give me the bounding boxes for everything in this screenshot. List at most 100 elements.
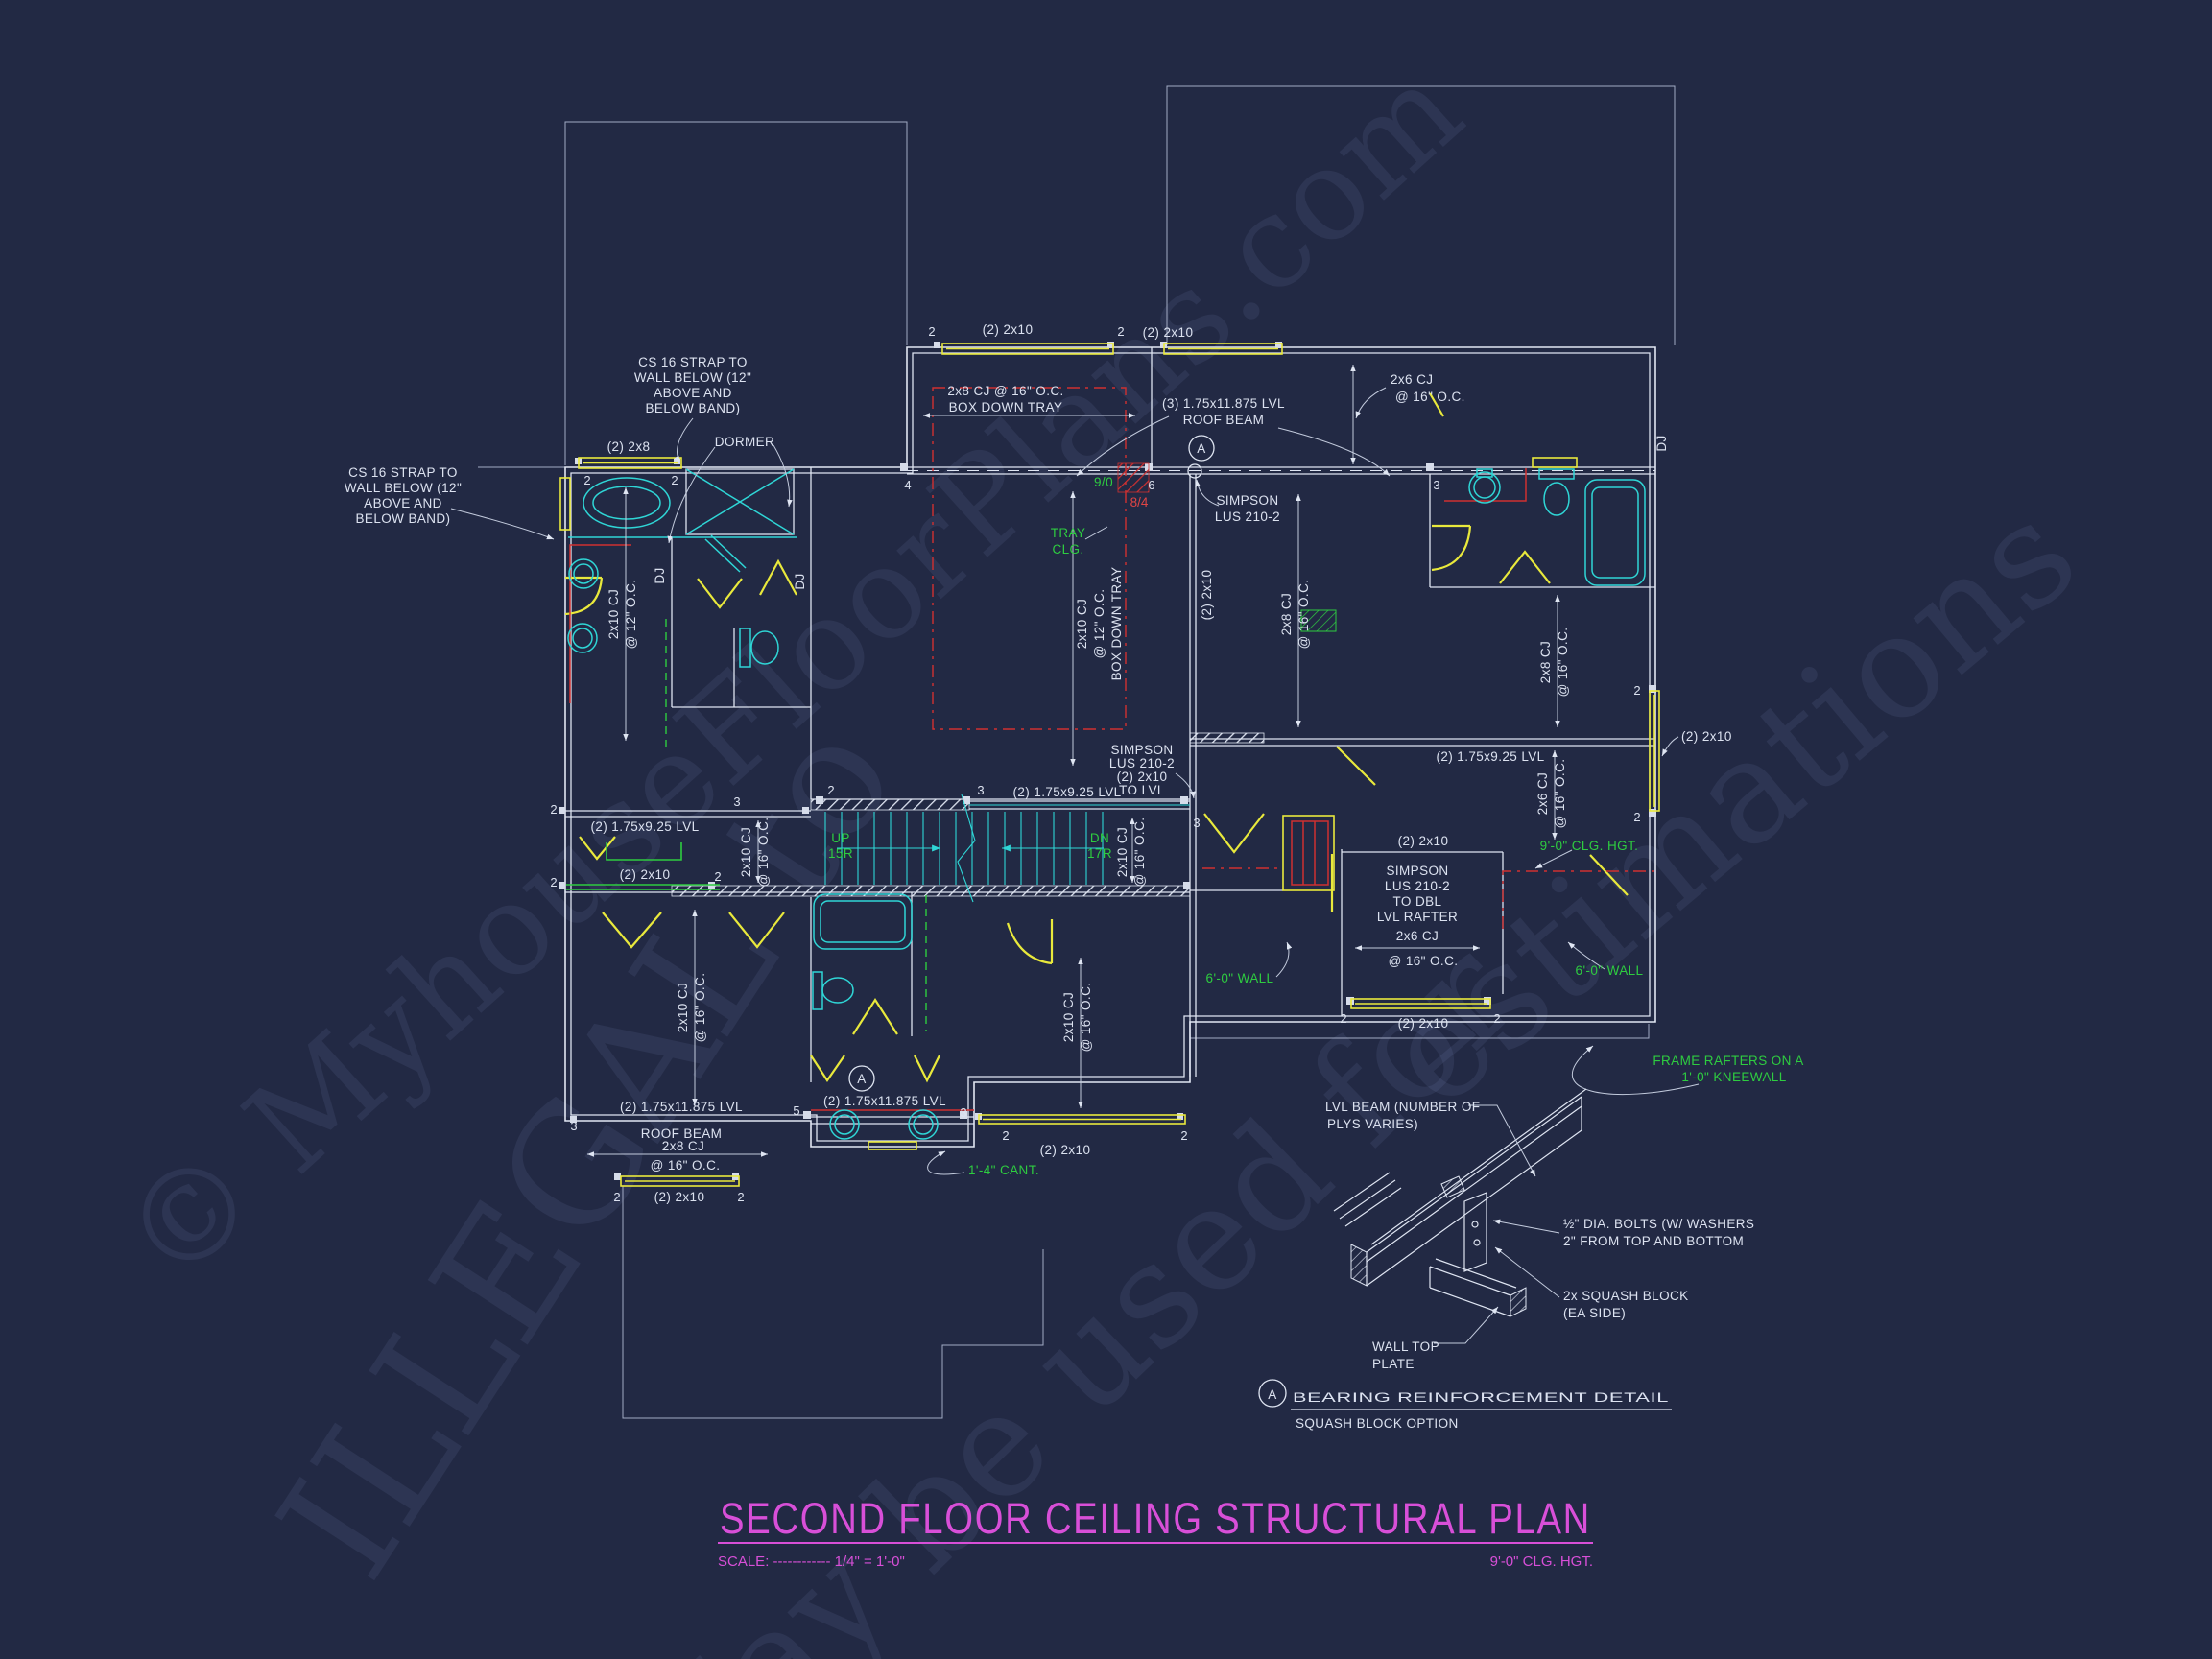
beam-label: (2) 2x10 [1143, 325, 1194, 340]
strap-note: ABOVE AND [654, 386, 732, 400]
joist-label: 2x6 CJ [1396, 929, 1439, 943]
joist-label-v: 2x10 CJ [1115, 827, 1130, 877]
roof-beam-label: ROOF BEAM [1183, 413, 1265, 427]
leader [1492, 1219, 1560, 1234]
beam-2x10 [1350, 998, 1491, 1009]
detail-note: 2" FROM TOP AND BOTTOM [1563, 1234, 1744, 1248]
joist-label-v: 2x8 CJ [1279, 593, 1294, 635]
hanger-label: LUS 210-2 [1109, 756, 1175, 770]
dormer-box [685, 468, 795, 535]
sink [568, 558, 599, 589]
stairs [824, 794, 1190, 903]
hanger-symbol [1187, 463, 1202, 479]
wall-marker: 2 [1117, 324, 1124, 339]
roof-outline-bottom [622, 1186, 1044, 1419]
joist-label-v: @ 16" O.C. [756, 818, 771, 888]
joist-label-v: 2x10 CJ [1061, 992, 1076, 1042]
tray-label: BOX DOWN TRAY [949, 400, 1063, 415]
hatched-wall-stair-bottom [671, 885, 1191, 897]
sheet-scale: SCALE: ------------ 1/4" = 1'-0" [718, 1553, 905, 1570]
plate-end-face [1510, 1287, 1527, 1317]
kneewall-note: FRAME RAFTERS ON A [1653, 1054, 1803, 1068]
joist-label: @ 16" O.C. [1389, 954, 1459, 968]
joist-label: 2x8 CJ [662, 1139, 704, 1153]
green-labels: UP 15R DN 17R TRAY CLG. 9/0 9'-0" CLG. H… [828, 475, 1803, 1177]
leader [1567, 941, 1605, 970]
beam-label: (2) 1.75x9.25 LVL [1012, 785, 1121, 799]
wall-marker: 2 [737, 1190, 744, 1204]
leader [1277, 427, 1391, 477]
opening-label-red: 8/4 [1130, 495, 1149, 510]
stair-dn-label: DN [1090, 831, 1109, 845]
leader [1355, 387, 1387, 419]
window-sill [868, 1141, 917, 1150]
beam-label-v: (2) 2x10 [1200, 570, 1214, 621]
bolt [1471, 1221, 1479, 1228]
annotations: CS 16 STRAP TO WALL BELOW (12" ABOVE AND… [345, 322, 1731, 1204]
joist-label-v: 2x8 CJ [1538, 641, 1553, 683]
beam-label: (2) 1.75x11.875 LVL [823, 1094, 946, 1108]
toilet-tank [812, 971, 823, 1010]
callout-circle [1188, 435, 1215, 462]
wall-marker: 2 [1633, 683, 1640, 698]
wall-marker: 2 [1340, 1011, 1346, 1026]
detail-note: WALL TOP [1372, 1339, 1439, 1354]
detail-note: PLATE [1372, 1357, 1415, 1371]
stair-up-label: 15R [828, 846, 853, 861]
toilet [821, 977, 854, 1004]
tray-clg-label: CLG. [1052, 542, 1083, 557]
wall-markers: 2 2 2 2 4 6 3 2 3 3 2 2 2 3 2 2 2 2 5 3 … [550, 324, 1640, 1204]
beam-2x10 [1163, 343, 1283, 355]
faucet [1476, 468, 1493, 478]
flush-beam-green [566, 884, 720, 890]
joist-label-v: 2x6 CJ [1535, 772, 1550, 815]
joist-label: 2x8 CJ @ 16" O.C. [947, 384, 1063, 398]
wall-marker: 3 [1433, 478, 1439, 492]
leader [674, 417, 694, 463]
hanger-label: TO DBL [1393, 894, 1442, 909]
joist-label-v: 2x10 CJ [739, 827, 753, 877]
joist-label-v: @ 16" O.C. [1132, 818, 1147, 888]
shower-door [704, 534, 747, 573]
garden-tub [583, 477, 671, 529]
hanger-label: SIMPSON [1110, 743, 1173, 757]
joist-label-v: @ 12" O.C. [624, 580, 638, 650]
beam-2x10 [941, 343, 1114, 355]
joist-label-v: @ 16" O.C. [693, 973, 707, 1043]
leader [667, 446, 716, 544]
sheet-title: SECOND FLOOR CEILING STRUCTURAL PLAN [720, 1494, 1591, 1543]
leader [1084, 526, 1108, 540]
wall-marker: 2 [928, 324, 935, 339]
squash-block [1463, 1192, 1487, 1272]
leader [1195, 479, 1220, 507]
hanger-label: LUS 210-2 [1385, 879, 1450, 893]
joist-label-v: @ 16" O.C. [1296, 580, 1311, 650]
leader [1661, 736, 1679, 757]
leader [1494, 1246, 1560, 1298]
wall-marker: 2 [714, 869, 721, 884]
wall-marker: 2 [1493, 1011, 1500, 1026]
leader [927, 1150, 965, 1175]
joist-label-v: @ 16" O.C. [1079, 983, 1093, 1053]
wall-marker: 2 [550, 875, 557, 889]
joist-label: 2x6 CJ [1391, 372, 1433, 387]
wall-plate-drawing [1429, 1258, 1517, 1317]
hanger-label: SIMPSON [1386, 864, 1448, 878]
wall-height-label: 6'-0" WALL [1576, 963, 1644, 978]
strap-note: WALL BELOW (12" [634, 370, 751, 385]
strap-note: CS 16 STRAP TO [348, 465, 458, 480]
joist-label-v: @ 16" O.C. [1553, 759, 1567, 829]
hanger-label: SIMPSON [1216, 493, 1278, 508]
round-window [829, 1109, 860, 1140]
toilet-tank [1538, 468, 1575, 480]
window [559, 477, 571, 531]
wall-marker: 3 [733, 794, 740, 809]
sink [567, 623, 598, 653]
header-hatch-red [1117, 462, 1150, 493]
strap-note: BELOW BAND) [646, 401, 741, 415]
callout-letter: A [1197, 441, 1205, 456]
wall-marker: 3 [570, 1119, 577, 1133]
sheet-ceiling-height: 9'-0" CLG. HGT. [1490, 1553, 1593, 1570]
title-block: SECOND FLOOR CEILING STRUCTURAL PLAN SCA… [718, 1494, 1593, 1570]
wall-marker: 6 [1148, 478, 1154, 492]
